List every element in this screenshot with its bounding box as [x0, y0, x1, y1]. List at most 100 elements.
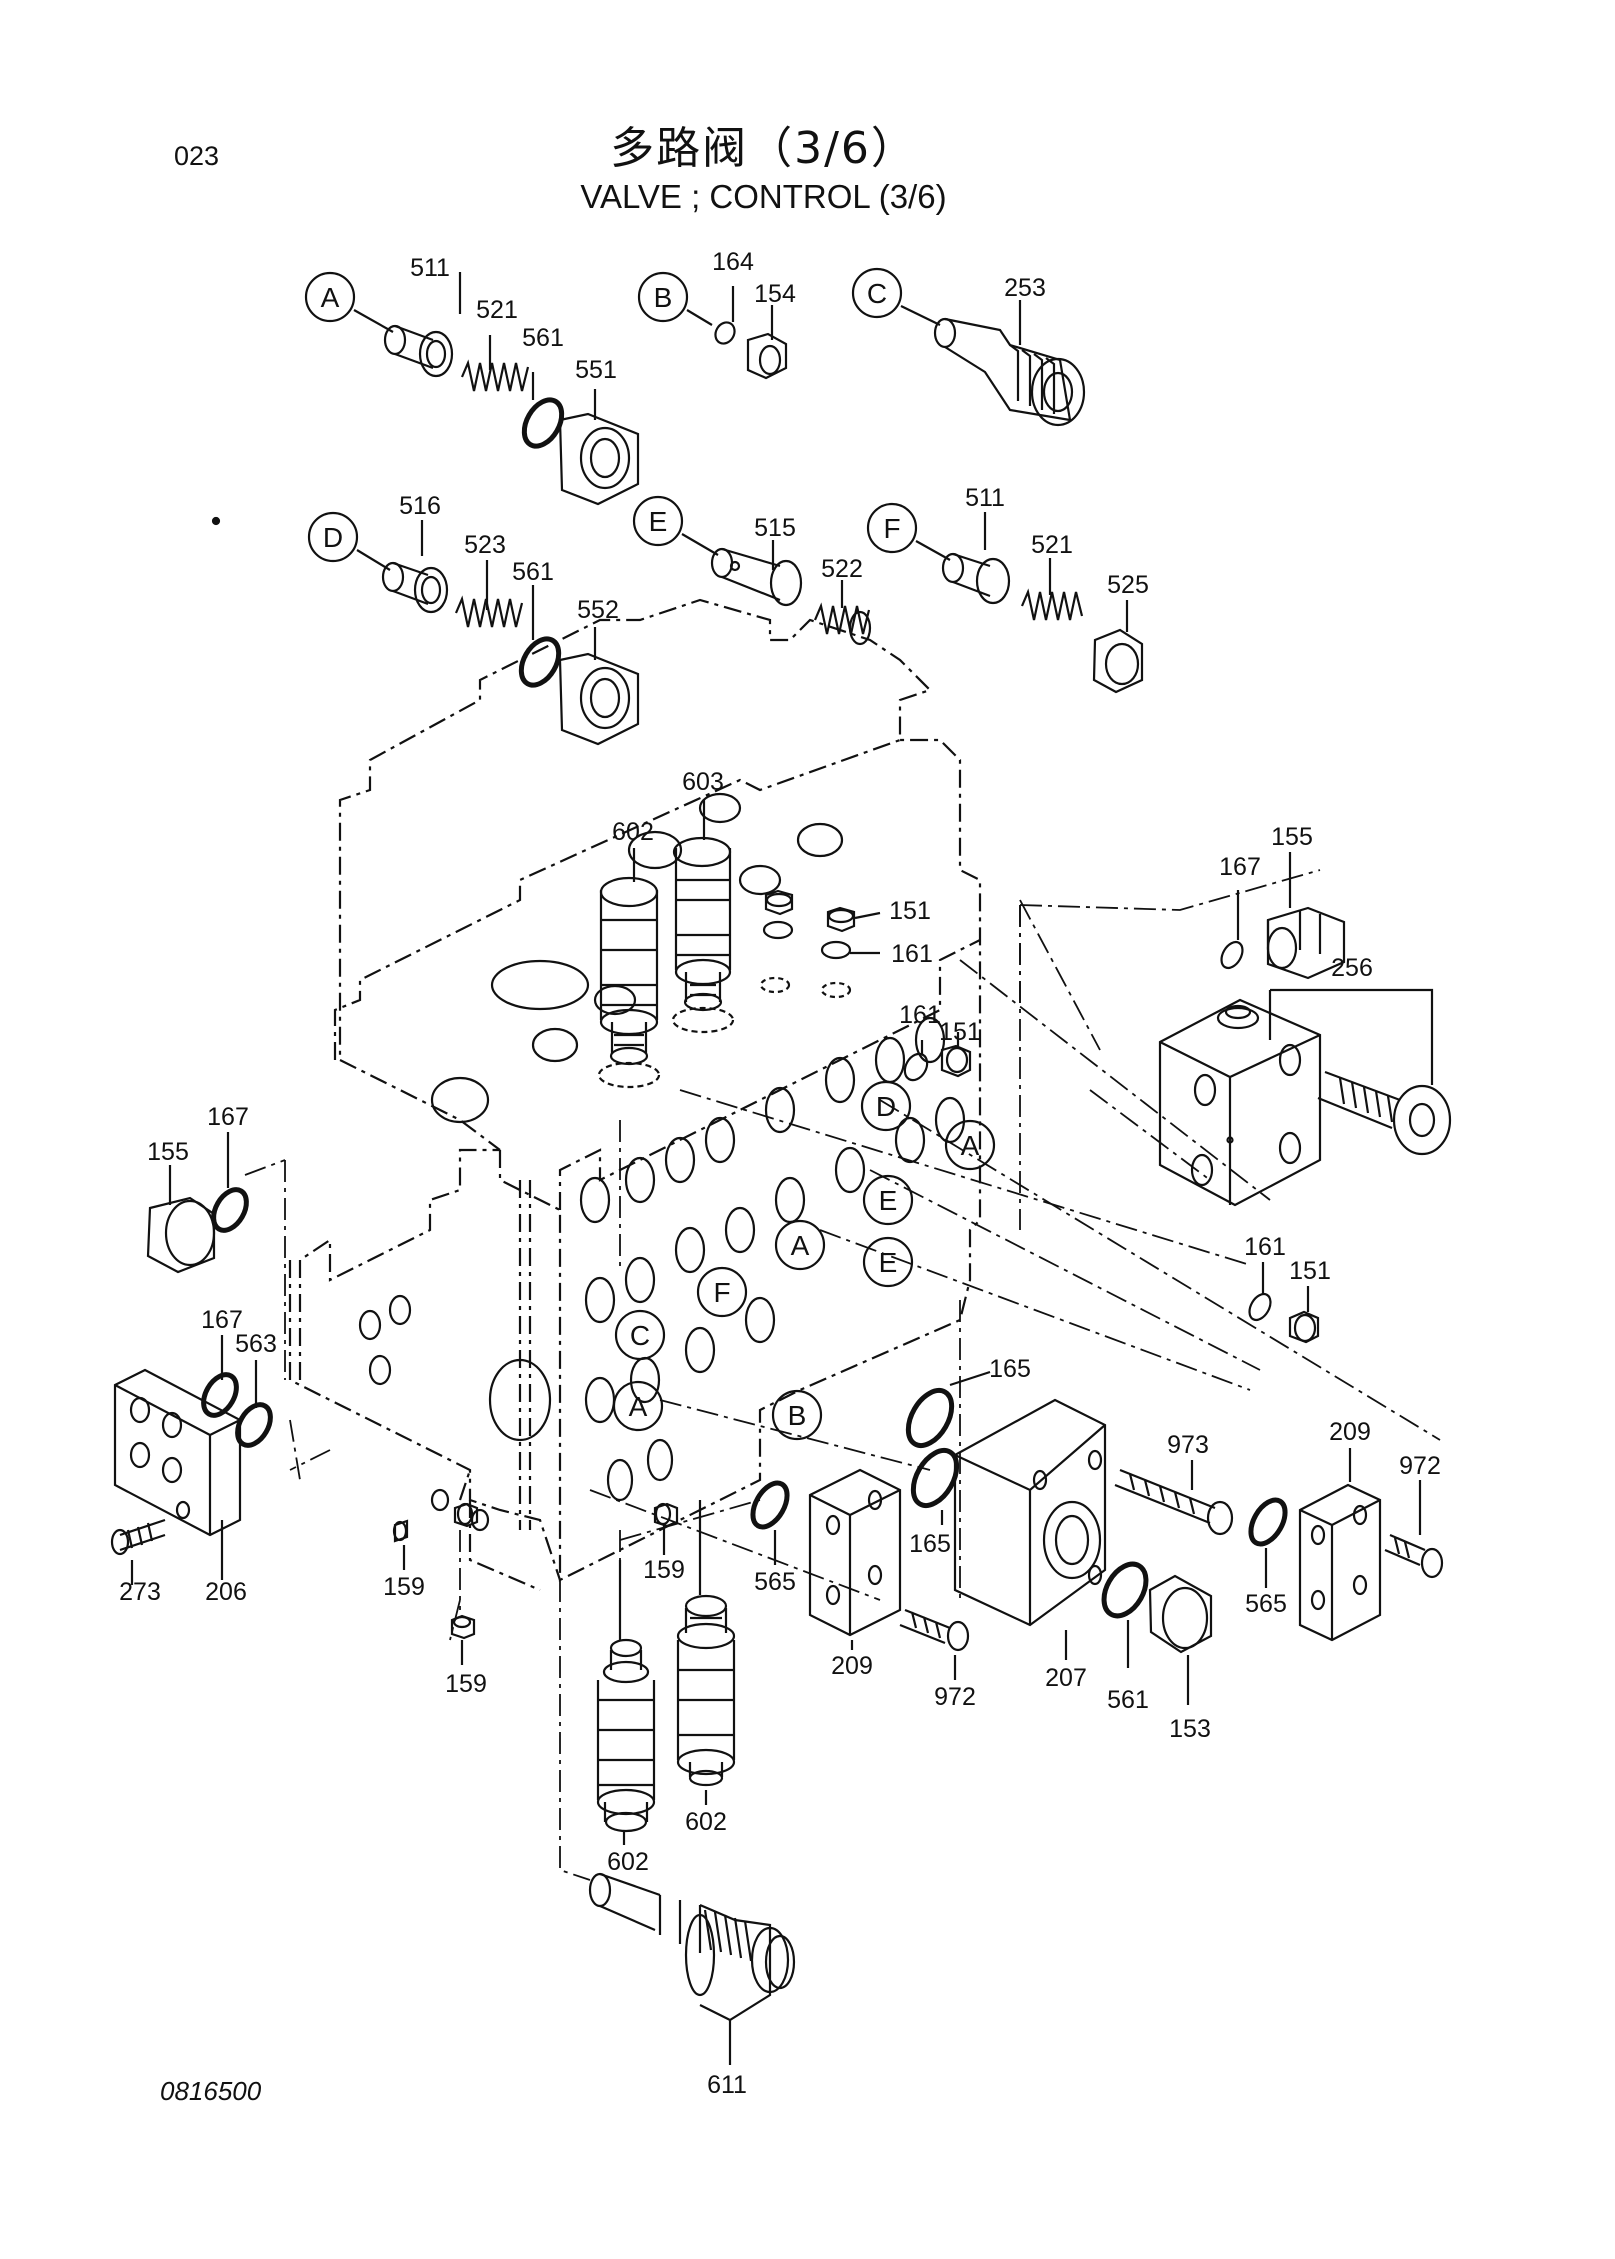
valve-body-ports: [358, 792, 966, 1532]
plug-151-pair: [759, 889, 881, 999]
part-label: 511: [410, 254, 450, 282]
ref-circle-letter: B: [788, 1400, 807, 1431]
ref-circle-d-letter: D: [323, 522, 343, 553]
ref-circle-e-body[interactable]: [862, 1236, 914, 1288]
ref-circle-letter: A: [961, 1130, 980, 1161]
ref-circle-d-body[interactable]: [860, 1080, 912, 1132]
part-label: 551: [575, 356, 617, 384]
part-label: 165: [909, 1530, 951, 1558]
part-label: 207: [1045, 1664, 1087, 1692]
ref-circle-e-body[interactable]: [862, 1174, 914, 1226]
part-label: 161: [1244, 1233, 1286, 1261]
detail-group-f: F: [866, 502, 1144, 694]
relief-valve-602-bottom: [596, 1500, 736, 1845]
part-label: 522: [821, 555, 863, 583]
part-label: 516: [399, 492, 441, 520]
part-label: 511: [965, 484, 1005, 512]
part-label: 159: [643, 1556, 685, 1584]
part-label: 565: [754, 1568, 796, 1596]
ref-circle-letter: A: [791, 1230, 810, 1261]
part-label: 561: [522, 324, 564, 352]
part-label: 521: [476, 296, 518, 324]
part-label: 151: [1289, 1257, 1331, 1285]
part-label: 602: [607, 1848, 649, 1876]
ref-circle-letter: F: [713, 1277, 730, 1308]
part-label: 153: [1169, 1715, 1211, 1743]
detail-group-e: E: [632, 495, 872, 646]
part-label: 563: [235, 1330, 277, 1358]
ref-circle-c[interactable]: [851, 267, 903, 319]
part-label: 151: [889, 897, 931, 925]
plug-151-right: [1248, 1262, 1320, 1344]
detail-group-d: D: [307, 511, 640, 746]
part-label: 973: [1167, 1431, 1209, 1459]
part-label: 561: [512, 558, 554, 586]
ref-circle-e[interactable]: [632, 495, 684, 547]
part-label: 209: [831, 1652, 873, 1680]
cover-206: [110, 1335, 273, 1585]
cover-209-middle: [750, 1468, 970, 1680]
part-label: 972: [934, 1683, 976, 1711]
ref-circle-f-body[interactable]: [696, 1266, 748, 1318]
ref-circle-e-letter: E: [649, 506, 668, 537]
part-label: 161: [891, 940, 933, 968]
part-label: 154: [754, 280, 796, 308]
ref-circle-a-body[interactable]: [774, 1219, 826, 1271]
stray-dot: [211, 516, 221, 526]
valve-body: [288, 598, 982, 1592]
detail-group-b: B: [637, 271, 788, 380]
part-label: 521: [1031, 531, 1073, 559]
ref-circle-letter: C: [630, 1320, 650, 1351]
ref-circle-b-body[interactable]: [771, 1389, 823, 1441]
ref-circle-f-letter: F: [883, 513, 900, 544]
ref-circle-letter: E: [879, 1247, 898, 1278]
part-label: 565: [1245, 1590, 1287, 1618]
part-label: 253: [1004, 274, 1046, 302]
part-label: 155: [1271, 823, 1313, 851]
part-label: 256: [1331, 954, 1373, 982]
plug-159: [392, 1502, 679, 1665]
drawing-code: 0816500: [160, 2076, 262, 2106]
part-label: 155: [147, 1138, 189, 1166]
plug-155-left: [146, 1132, 249, 1274]
part-label: 602: [685, 1808, 727, 1836]
ref-circle-a-body[interactable]: [944, 1119, 996, 1171]
part-label: 525: [1107, 571, 1149, 599]
part-label: 206: [205, 1578, 247, 1606]
title-chinese: 多路阀（3/6）: [610, 123, 917, 174]
relief-valve-602-top: [597, 876, 661, 1089]
part-label: 159: [445, 1670, 487, 1698]
cover-209-right: [1248, 1448, 1444, 1642]
ref-circle-a[interactable]: [304, 271, 356, 323]
ref-circle-f[interactable]: [866, 502, 918, 554]
part-label: 209: [1329, 1418, 1371, 1446]
ref-circle-b-letter: B: [654, 282, 673, 313]
valve-611: [588, 1872, 796, 2065]
assembly-leader-lines: [244, 869, 1441, 1881]
part-label: 151: [939, 1018, 981, 1046]
part-label: 165: [989, 1355, 1031, 1383]
part-label: 602: [612, 818, 654, 846]
part-label: 273: [119, 1578, 161, 1606]
ref-circle-b[interactable]: [637, 271, 689, 323]
part-label: 561: [1107, 1686, 1149, 1714]
ref-circle-c-body[interactable]: [614, 1309, 666, 1361]
detail-group-a: A: [304, 271, 640, 506]
part-label: 603: [682, 768, 724, 796]
part-label: 611: [707, 2071, 747, 2099]
part-label: 515: [754, 514, 796, 542]
ref-circle-a-letter: A: [321, 282, 340, 313]
part-label: 167: [207, 1103, 249, 1131]
flange-207: [905, 1370, 1234, 1705]
part-label: 523: [464, 531, 506, 559]
page-number: 023: [174, 141, 220, 171]
relief-valve-603: [671, 836, 735, 1034]
part-label: 167: [1219, 853, 1261, 881]
ref-circle-a-body[interactable]: [612, 1380, 664, 1432]
part-label: 167: [201, 1306, 243, 1334]
ref-circle-d[interactable]: [307, 511, 359, 563]
part-label: 159: [383, 1573, 425, 1601]
detail-group-c: C: [851, 267, 1086, 427]
title-english: VALVE ; CONTROL (3/6): [580, 178, 947, 215]
